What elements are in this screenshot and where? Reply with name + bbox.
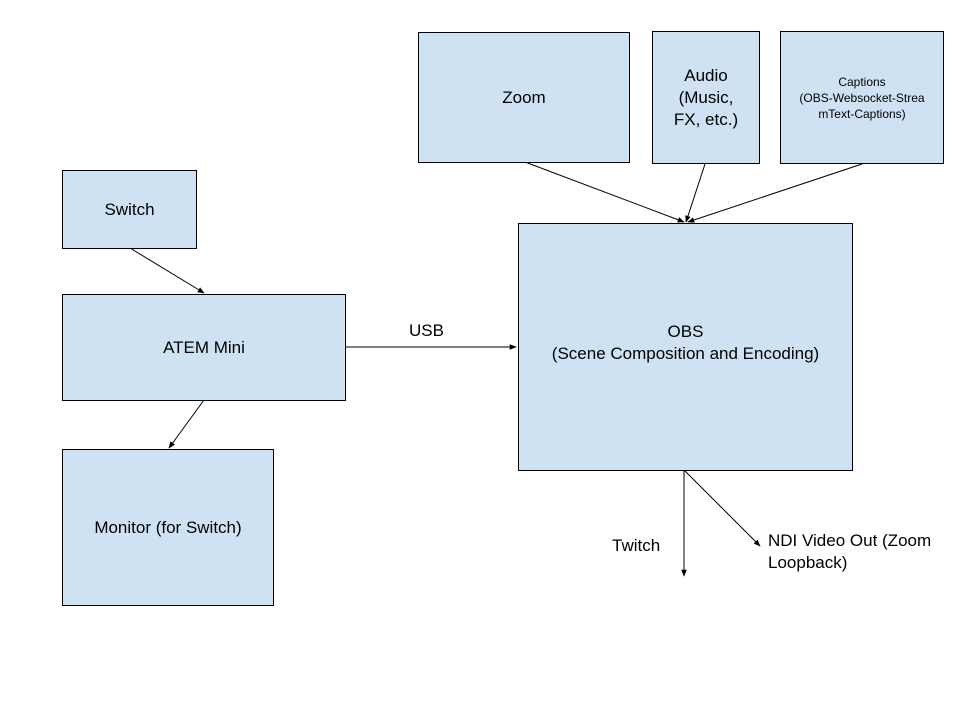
arrow-obs-to-ndi xyxy=(683,469,761,547)
node-obs: OBS (Scene Composition and Encoding) xyxy=(518,223,853,471)
node-captions-label: Captions (OBS-Websocket-Strea mText-Capt… xyxy=(799,74,925,121)
node-atem-mini: ATEM Mini xyxy=(62,294,346,401)
node-obs-label: OBS (Scene Composition and Encoding) xyxy=(551,322,820,363)
node-monitor: Monitor (for Switch) xyxy=(62,449,274,606)
node-switch-label: Switch xyxy=(104,199,155,219)
edge-label-usb: USB xyxy=(409,321,444,340)
arrow-audio-to-obs xyxy=(685,163,706,223)
arrow-captions-to-obs xyxy=(687,163,863,223)
node-audio: Audio (Music, FX, etc.) xyxy=(652,31,760,164)
node-switch: Switch xyxy=(62,170,197,249)
edge-label-twitch: Twitch xyxy=(612,536,661,555)
node-zoom: Zoom xyxy=(418,32,630,163)
arrow-switch-to-atem xyxy=(129,247,205,294)
node-captions: Captions (OBS-Websocket-Strea mText-Capt… xyxy=(780,31,944,164)
node-monitor-label: Monitor (for Switch) xyxy=(94,517,242,537)
edge-label-ndi-video-out: NDI Video Out (Zoom Loopback) xyxy=(768,531,932,572)
arrow-zoom-to-obs xyxy=(524,161,685,223)
node-audio-label: Audio (Music, FX, etc.) xyxy=(673,65,739,129)
node-zoom-label: Zoom xyxy=(502,87,546,107)
arrow-atem-to-monitor xyxy=(168,399,205,449)
node-atem-mini-label: ATEM Mini xyxy=(163,337,245,357)
